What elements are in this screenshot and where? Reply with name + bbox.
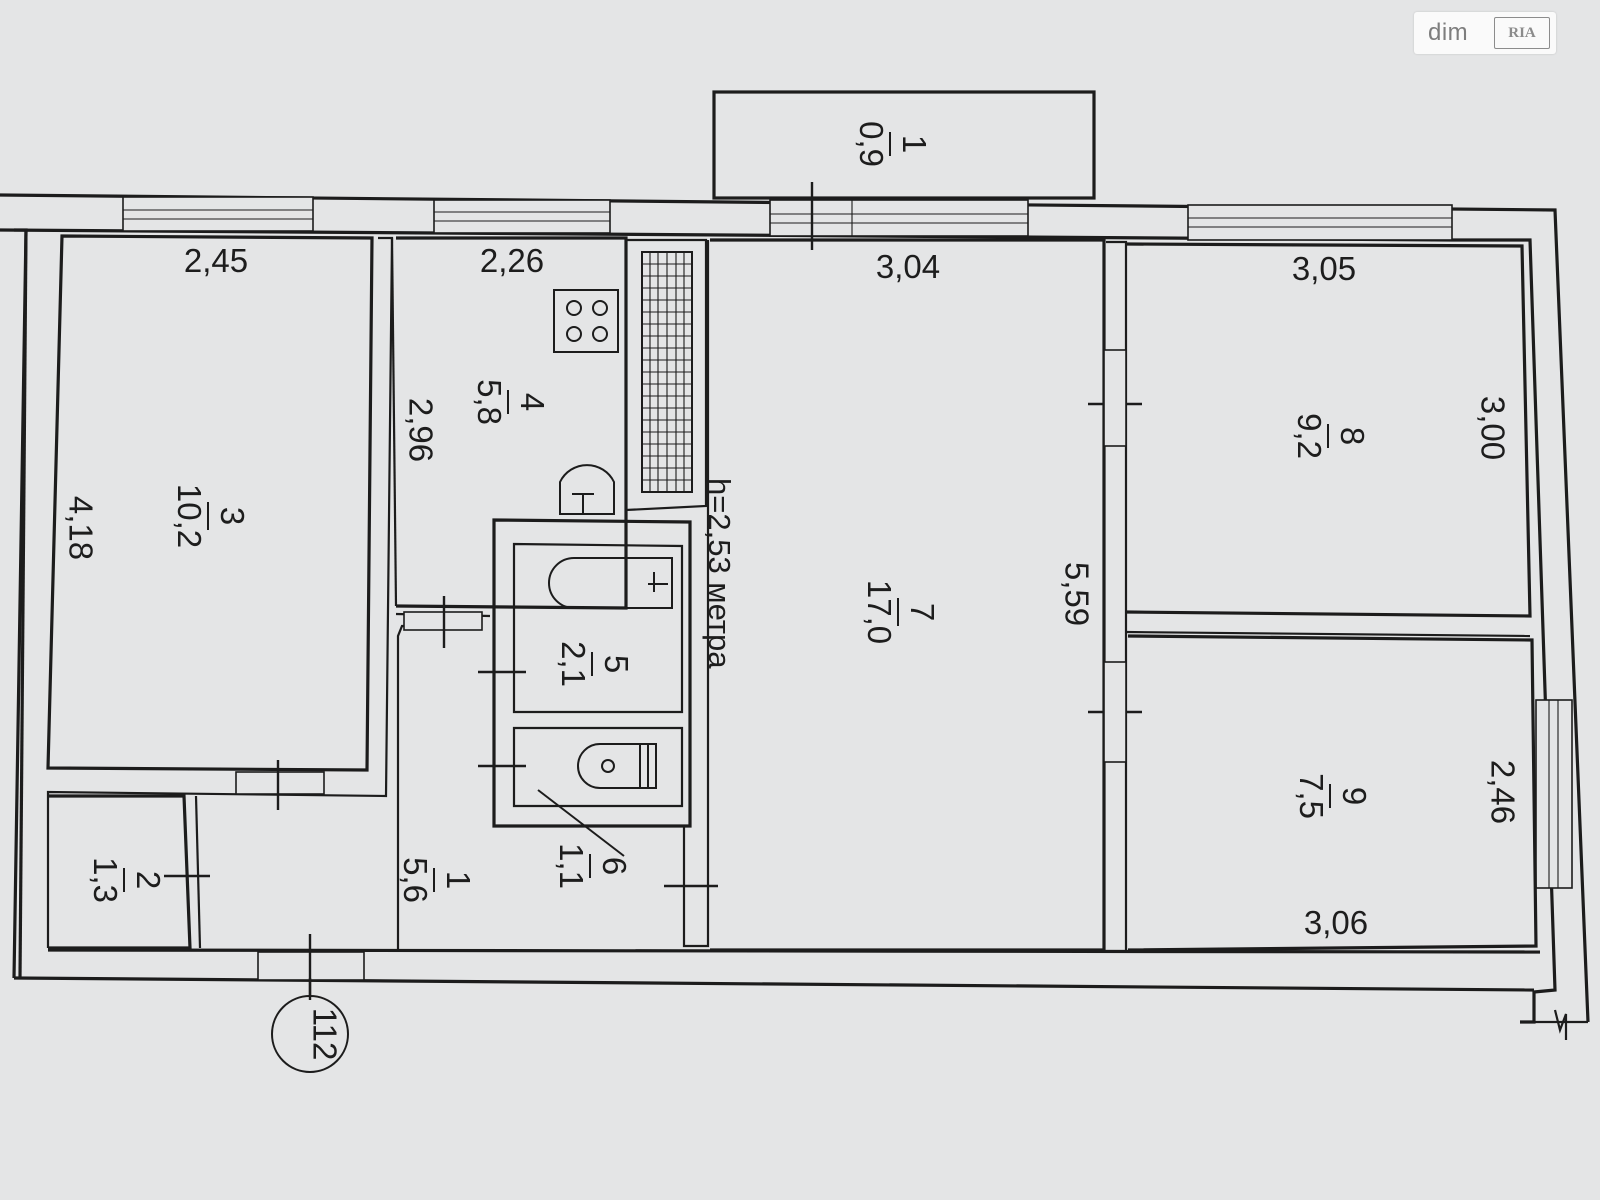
dimension-label: 2,45 [184, 242, 248, 279]
vent-shaft [624, 238, 708, 512]
dimension-label: 3,05 [1292, 250, 1356, 287]
room-number: 4 [514, 393, 551, 411]
room-area: 2,1 [555, 641, 592, 687]
dimension-label: 3,06 [1304, 904, 1368, 941]
room-number: 8 [1334, 427, 1371, 445]
room-label-r2: 2 1,3 [87, 857, 167, 903]
room-label-r5: 5 2,1 [555, 641, 635, 687]
room-label-r8: 8 9,2 [1291, 413, 1371, 459]
ventilation-grid-icon [641, 251, 693, 493]
room-3-outline [46, 234, 374, 772]
dimension-label: 2,26 [480, 242, 544, 279]
ceiling-height-label: h=2,53 метра [702, 478, 737, 669]
dimension-labels: 2,45 2,26 3,04 3,05 4,18 2,96 5,59 3,00 … [62, 242, 1521, 941]
room-area: 1,3 [87, 857, 124, 903]
windows-top [122, 196, 1573, 889]
room-area: 5,8 [471, 379, 508, 425]
room-area: 9,2 [1291, 413, 1328, 459]
room-2-outline [48, 794, 192, 950]
toilet-icon [577, 743, 657, 789]
door-marks [164, 182, 1142, 1000]
room-area: 5,6 [397, 857, 434, 903]
room-7-outline [710, 238, 1106, 952]
room-9-outline [1127, 634, 1538, 952]
room-label-r1b: 1 0,9 [853, 121, 933, 167]
dim-ria-watermark[interactable]: dim RIA [1414, 12, 1556, 54]
room-label-r1: 1 5,6 [397, 857, 477, 903]
balcony-outline [712, 90, 1096, 200]
room-area: 17,0 [861, 580, 898, 644]
room-number: 5 [598, 655, 635, 673]
dimension-label: 5,59 [1058, 562, 1095, 626]
dimension-label: 3,00 [1474, 396, 1511, 460]
room-number: 6 [596, 857, 633, 875]
room-number: 2 [130, 871, 167, 889]
watermark-site-text: dim [1428, 19, 1469, 46]
dimension-label: 2,96 [402, 398, 439, 462]
room-number: 3 [214, 507, 251, 525]
room-area: 7,5 [1293, 773, 1330, 819]
room-label-r6: 6 1,1 [553, 843, 633, 889]
bathtub-icon [548, 557, 673, 609]
building-number-marker: 112 [271, 978, 349, 1073]
room-number: 1 [896, 135, 933, 153]
room-label-r9: 9 7,5 [1293, 773, 1373, 819]
room-label-r7: 7 17,0 [861, 580, 941, 644]
ria-logo-icon: RIA [1494, 17, 1550, 49]
room-area: 0,9 [853, 121, 890, 167]
room-area: 10,2 [171, 484, 208, 548]
building-number: 112 [306, 1008, 343, 1061]
room-label-r4: 4 5,8 [471, 379, 551, 425]
dimension-label: 3,04 [876, 248, 940, 285]
room-area: 1,1 [553, 843, 590, 889]
room-8-outline [1125, 242, 1532, 618]
room-number: 7 [904, 603, 941, 621]
room-label-r3: 3 10,2 [171, 484, 251, 548]
dimension-label: 4,18 [62, 496, 99, 560]
dimension-label: 2,46 [1484, 760, 1521, 824]
sink-icon [559, 464, 615, 515]
room-number: 1 [440, 871, 477, 889]
room-6-leader [537, 789, 625, 857]
room-number: 9 [1336, 787, 1373, 805]
stove-icon [553, 289, 619, 353]
